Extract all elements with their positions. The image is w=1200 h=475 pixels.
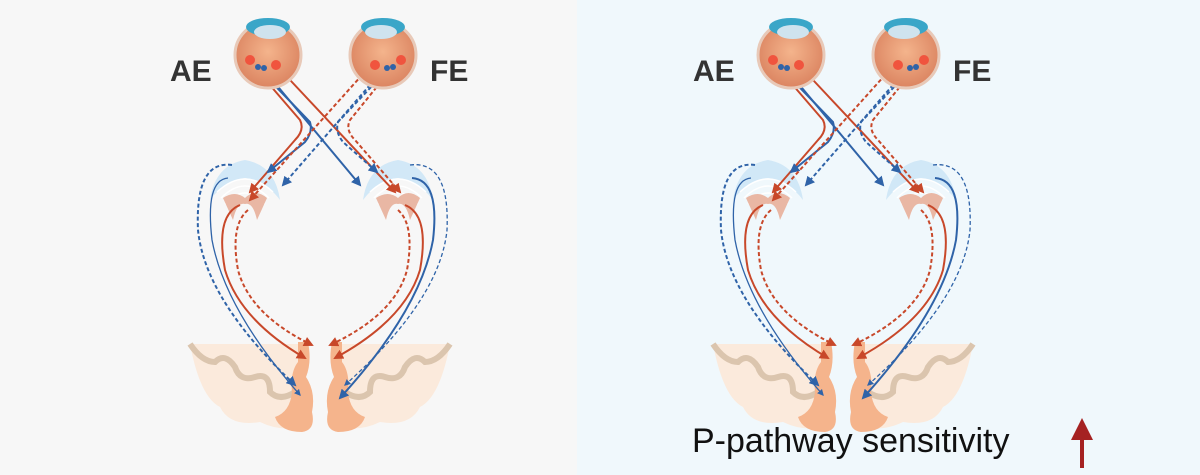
label-ae-left: AE: [170, 55, 212, 88]
caption-p-pathway: P-pathway sensitivity: [692, 422, 1010, 460]
label-fe-right: FE: [953, 55, 992, 88]
panel-left: [190, 18, 450, 432]
up-arrow-icon: [1071, 418, 1093, 468]
label-fe-left: FE: [430, 55, 469, 88]
label-ae-right: AE: [693, 55, 735, 88]
panel-right: [713, 18, 973, 432]
